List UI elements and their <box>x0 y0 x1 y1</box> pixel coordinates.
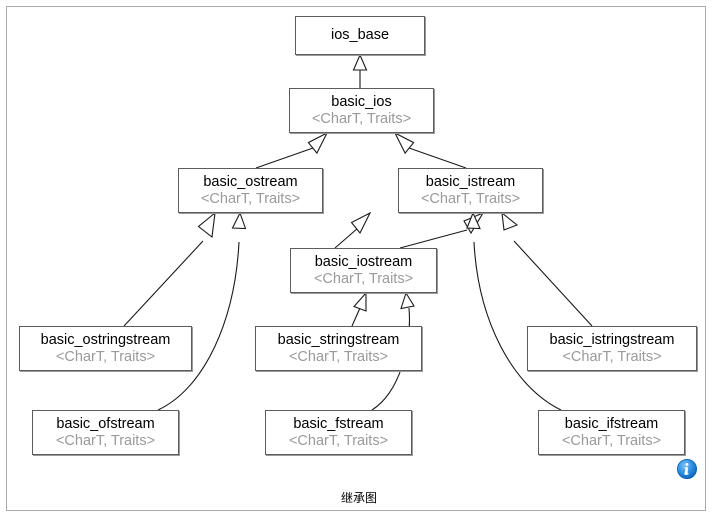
class-node-basic_istringstream[interactable]: basic_istringstream <CharT, Traits> <box>527 326 697 371</box>
class-node-basic_ofstream[interactable]: basic_ofstream <CharT, Traits> <box>32 410 179 455</box>
class-template-params: <CharT, Traits> <box>288 348 389 365</box>
edge-basic_istream-basic_ios <box>408 147 467 169</box>
class-node-basic_ifstream[interactable]: basic_ifstream <CharT, Traits> <box>538 410 685 455</box>
class-template-params: <CharT, Traits> <box>55 432 156 449</box>
class-template-params: <CharT, Traits> <box>311 110 412 127</box>
class-template-params: <CharT, Traits> <box>200 190 301 207</box>
edge-basic_stringstream-basic_iostream <box>351 307 361 327</box>
class-name: basic_ifstream <box>564 416 659 433</box>
info-icon[interactable] <box>676 458 698 480</box>
class-template-params: <CharT, Traits> <box>288 432 389 449</box>
edge-basic_ostringstream-basic_ostream <box>123 240 204 327</box>
class-name: basic_istream <box>425 174 516 191</box>
edge-basic_istringstream-basic_istream <box>513 240 593 327</box>
class-node-basic_fstream[interactable]: basic_fstream <CharT, Traits> <box>265 410 412 455</box>
class-node-basic_istream[interactable]: basic_istream <CharT, Traits> <box>398 168 543 213</box>
edge-basic_iostream-basic_istream <box>399 229 468 249</box>
edge-basic_iostream-basic_ostream <box>334 227 359 249</box>
diagram-caption: 继承图 <box>340 491 377 505</box>
class-node-ios_base[interactable]: ios_base <box>295 16 425 55</box>
class-name: basic_ios <box>331 94 392 111</box>
class-node-basic_ostream[interactable]: basic_ostream <CharT, Traits> <box>178 168 323 213</box>
edge-basic_ifstream-basic_istream <box>473 241 562 411</box>
class-name: ios_base <box>330 27 390 44</box>
class-node-basic_ios[interactable]: basic_ios <CharT, Traits> <box>289 88 434 133</box>
class-name: basic_stringstream <box>277 332 400 349</box>
class-name: basic_iostream <box>314 254 413 271</box>
class-template-params: <CharT, Traits> <box>562 348 662 365</box>
class-node-basic_iostream[interactable]: basic_iostream <CharT, Traits> <box>290 248 437 293</box>
edge-basic_ofstream-basic_ostream <box>157 241 240 411</box>
class-name: basic_fstream <box>293 416 384 433</box>
class-name: basic_istringstream <box>549 332 675 349</box>
class-template-params: <CharT, Traits> <box>561 432 662 449</box>
class-name: basic_ostream <box>203 174 298 191</box>
class-template-params: <CharT, Traits> <box>313 270 414 287</box>
class-template-params: <CharT, Traits> <box>420 190 521 207</box>
class-name: basic_ofstream <box>56 416 155 433</box>
class-node-basic_stringstream[interactable]: basic_stringstream <CharT, Traits> <box>255 326 422 371</box>
class-node-basic_ostringstream[interactable]: basic_ostringstream <CharT, Traits> <box>19 326 192 371</box>
class-name: basic_ostringstream <box>40 332 171 349</box>
edge-basic_ostream-basic_ios <box>255 147 314 169</box>
class-template-params: <CharT, Traits> <box>55 348 156 365</box>
